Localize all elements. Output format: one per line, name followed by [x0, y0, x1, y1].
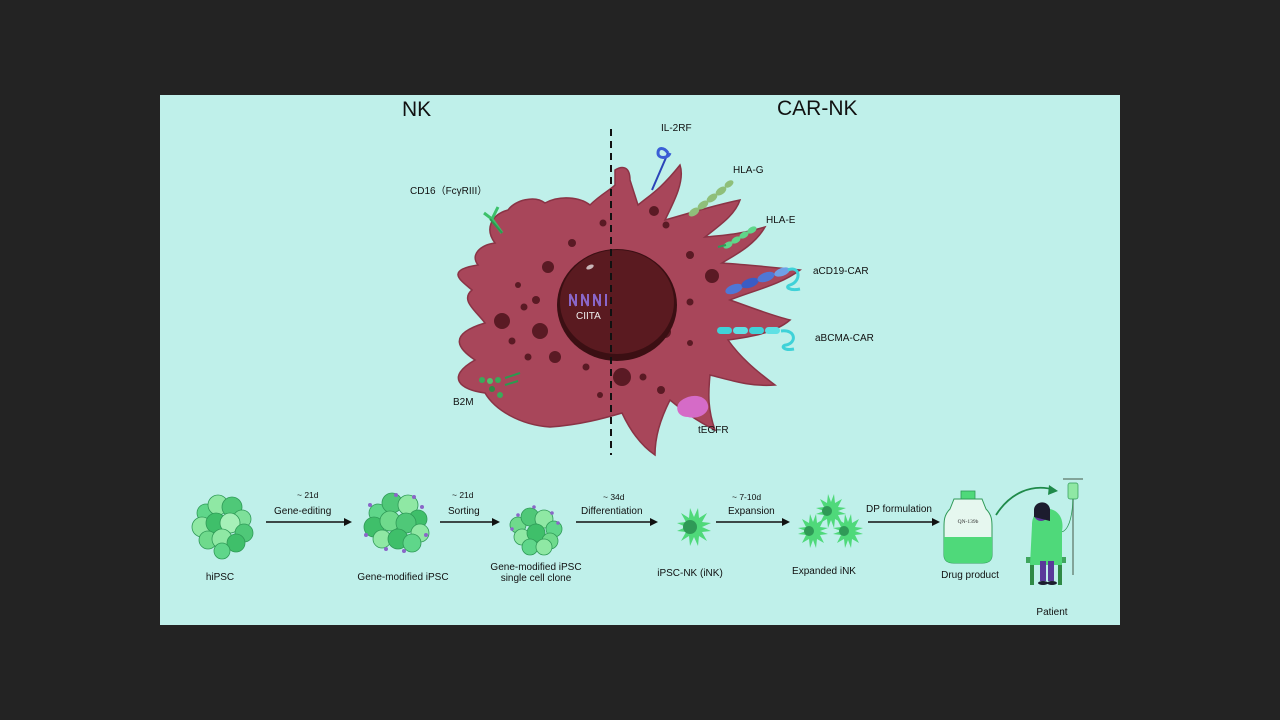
nucleus	[557, 249, 677, 361]
acd19-car-icon	[725, 267, 801, 295]
step-single-cell-clone: Gene-modified iPSC single cell clone	[490, 562, 582, 584]
cd16-receptor-icon	[483, 206, 504, 234]
label-acd19: aCD19-CAR	[813, 266, 869, 277]
dna-icon	[569, 293, 607, 307]
figure-panel: QN-139b	[160, 95, 1120, 625]
single-cell-clone-icon	[509, 505, 563, 556]
granules	[494, 206, 719, 398]
section-title-car-nk: CAR-NK	[777, 97, 858, 120]
transition-4: Expansion	[728, 506, 775, 517]
b2m-receptor-icon	[479, 372, 521, 398]
patient-icon	[1026, 478, 1083, 585]
workflow-arrows	[266, 518, 940, 526]
hlae-receptor-icon	[717, 226, 757, 249]
duration-2: ~ 21d	[452, 490, 474, 500]
step-ipsc-nk: iPSC-NK (iNK)	[657, 568, 723, 579]
transition-3: Differentiation	[581, 506, 643, 517]
duration-4: ~ 7-10d	[732, 492, 762, 502]
il2rf-receptor-icon	[651, 147, 672, 191]
diagram-canvas: QN-139b	[191, 129, 1083, 585]
step-drug-product: Drug product	[941, 570, 999, 581]
hipsc-cluster-icon	[191, 494, 254, 560]
label-hlae: HLA-E	[766, 215, 796, 226]
step-expanded-ink: Expanded iNK	[792, 566, 856, 577]
step-patient: Patient	[1036, 607, 1068, 618]
section-title-nk: NK	[402, 98, 432, 121]
bottle-label: QN-139b	[958, 519, 979, 525]
drug-bottle-icon: QN-139b	[943, 490, 993, 564]
duration-1: ~ 21d	[297, 490, 319, 500]
duration-3: ~ 34d	[603, 492, 625, 502]
arc-arrow-icon	[995, 485, 1058, 516]
label-hlag: HLA-G	[733, 165, 764, 176]
transition-5: DP formulation	[866, 504, 932, 515]
label-abcma: aBCMA-CAR	[815, 333, 874, 344]
ipsc-nk-icon	[677, 508, 711, 546]
gene-modified-ipsc-icon	[363, 492, 430, 553]
abcma-car-icon	[717, 327, 795, 351]
transition-2: Sorting	[448, 506, 480, 517]
label-tegfr: tEGFR	[698, 425, 729, 436]
step-hipsc: hiPSC	[205, 572, 235, 583]
label-b2m: B2M	[453, 397, 474, 408]
expanded-ink-icon	[798, 494, 863, 548]
step-gene-modified-ipsc: Gene-modified iPSC	[357, 572, 449, 583]
tegfr-receptor-icon	[677, 395, 709, 418]
label-cd16: CD16（FcγRIII）	[410, 186, 488, 197]
label-il2rf: IL-2RF	[661, 123, 692, 134]
label-ciita: CIITA	[576, 311, 601, 322]
hlag-receptor-icon	[688, 180, 734, 217]
transition-1: Gene-editing	[274, 506, 332, 517]
